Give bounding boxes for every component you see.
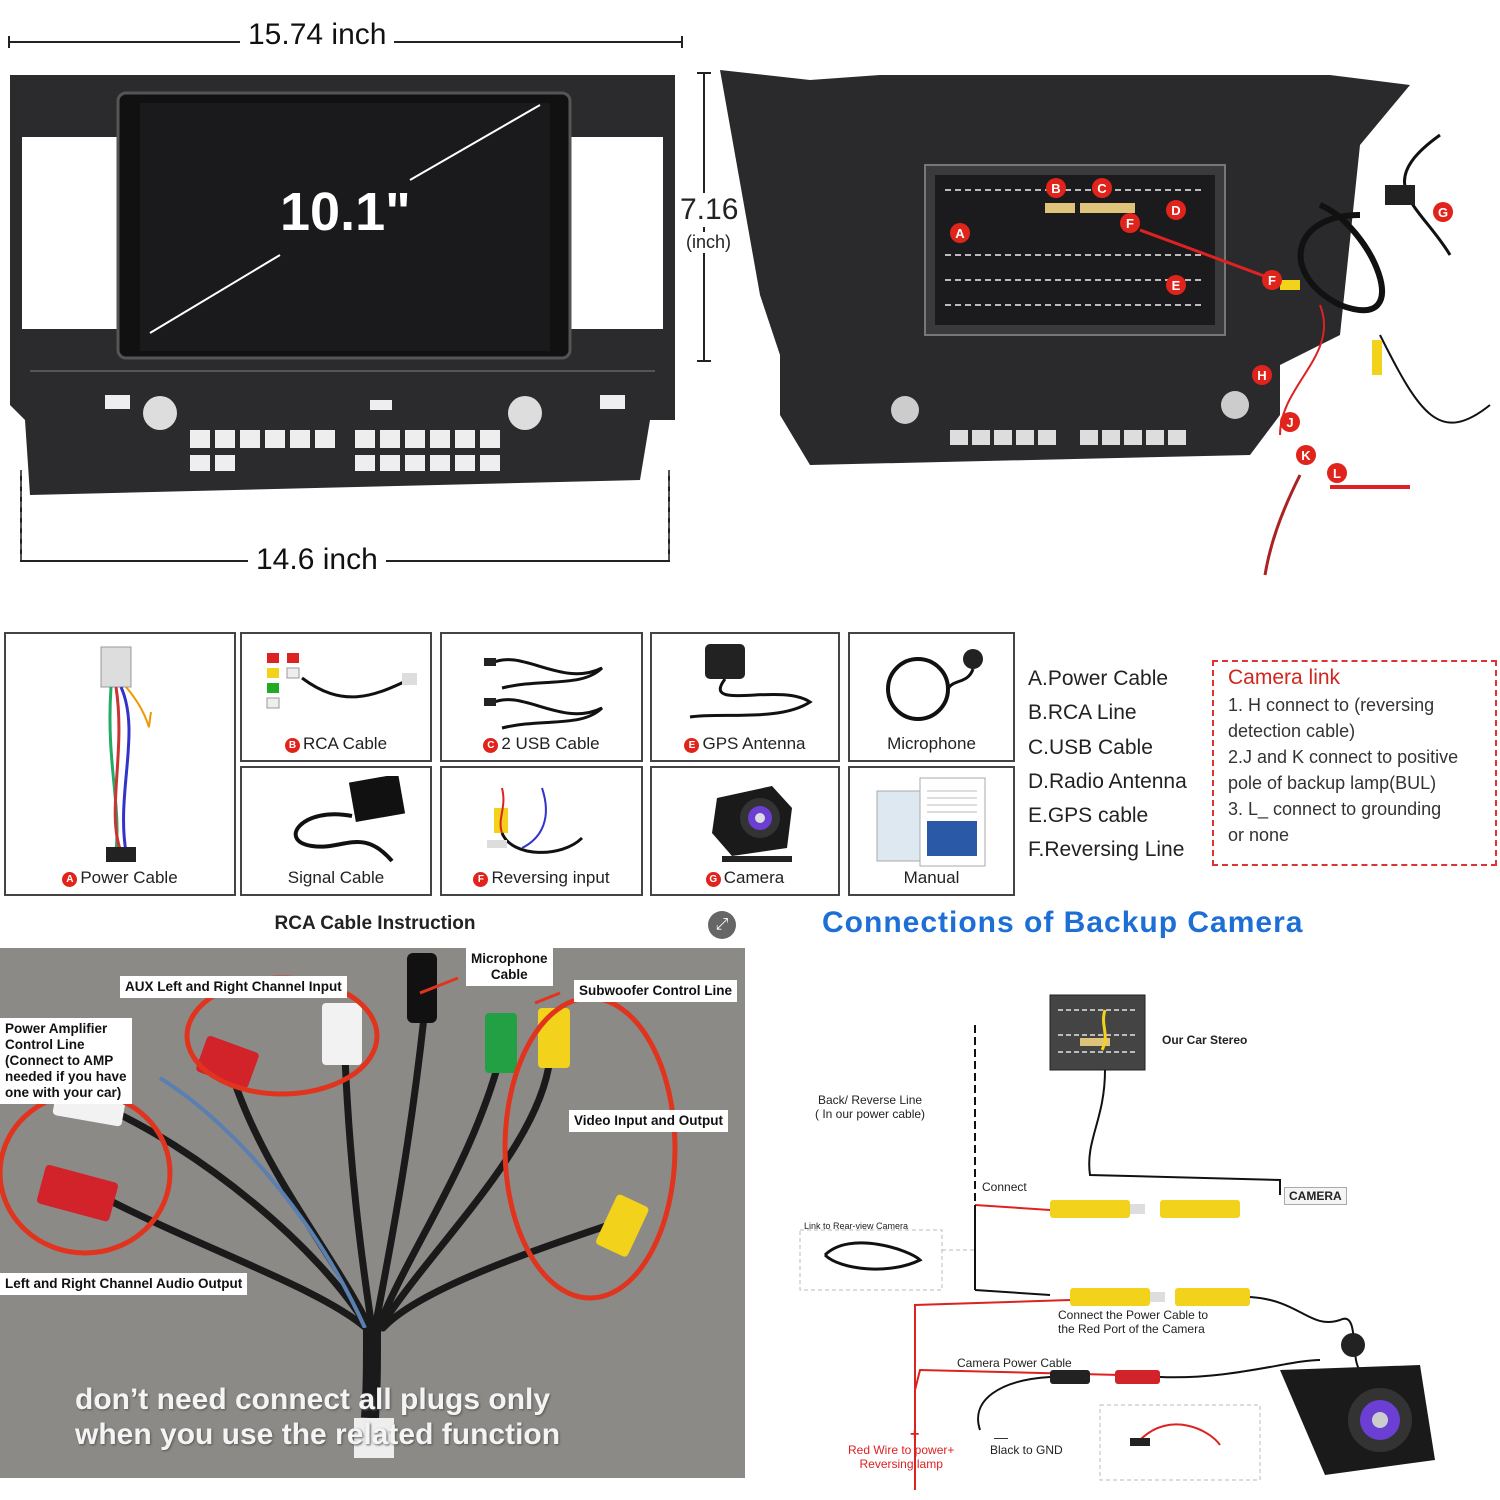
camera-link-line: detection cable) bbox=[1228, 721, 1356, 741]
width-top-tick-left bbox=[8, 36, 10, 48]
power-cable-icon bbox=[100, 646, 152, 862]
manual-icon bbox=[876, 777, 986, 867]
rca-cable-icon bbox=[266, 653, 417, 709]
stereo-label: Our Car Stereo bbox=[1162, 1033, 1248, 1047]
parts-list-item: F.Reversing Line bbox=[1028, 838, 1185, 862]
rear-marker-b: B bbox=[1051, 181, 1060, 196]
rca-label-amp: Power Amplifier Control Line (Connect to… bbox=[0, 1018, 132, 1104]
rca-label-sub: Subwoofer Control Line bbox=[574, 980, 737, 1002]
width-top-tick-right bbox=[681, 36, 683, 48]
parts-list-item: B.RCA Line bbox=[1028, 701, 1137, 725]
height-unit: (inch) bbox=[686, 232, 732, 253]
gps-antenna-label: GPS Antenna bbox=[702, 734, 806, 753]
camera-link-line: pole of backup lamp(BUL) bbox=[1228, 773, 1437, 793]
usb-cable-label: 2 USB Cable bbox=[501, 734, 600, 753]
camera-tag: CAMERA bbox=[1284, 1187, 1347, 1205]
rca-label-audio-out: Left and Right Channel Audio Output bbox=[0, 1273, 248, 1295]
minus-sign: — bbox=[994, 1429, 1008, 1445]
connect-label: Connect bbox=[982, 1180, 1027, 1194]
rear-marker-k: K bbox=[1301, 448, 1311, 463]
connections-title: Connections of Backup Camera bbox=[822, 906, 1304, 939]
rca-label-aux: AUX Left and Right Channel Input bbox=[120, 976, 347, 998]
parts-list: A.Power Cable B.RCA Line C.USB Cable D.R… bbox=[1028, 662, 1187, 868]
height-tick-bottom bbox=[697, 360, 711, 362]
rear-marker-c: C bbox=[1097, 181, 1107, 196]
width-bottom-ext-right bbox=[668, 470, 670, 560]
rca-cable-label: RCA Cable bbox=[302, 734, 388, 753]
reversing-input-icon bbox=[487, 787, 584, 854]
height-value: 7.16 bbox=[680, 193, 739, 227]
black-wire-label: Black to GND bbox=[990, 1443, 1063, 1457]
stereo-front-view: 10.1" bbox=[10, 75, 675, 495]
height-tick-top bbox=[697, 72, 711, 74]
microphone-icon bbox=[886, 649, 983, 721]
expand-icon[interactable]: ⤢ bbox=[708, 911, 736, 939]
usb-cable-badge: C bbox=[483, 738, 499, 753]
rca-photo: AUX Left and Right Channel Input Microph… bbox=[0, 948, 745, 1478]
rear-marker-f2: F bbox=[1268, 273, 1276, 288]
signal-cable-icon bbox=[293, 776, 406, 863]
camera-link-title: Camera link bbox=[1228, 666, 1341, 689]
rear-marker-l: L bbox=[1333, 466, 1341, 481]
width-top-label: 15.74 inch bbox=[240, 18, 395, 52]
rear-marker-a: A bbox=[955, 226, 965, 241]
camera-link-line: 1. H connect to (reversing bbox=[1228, 695, 1435, 715]
rear-marker-d: D bbox=[1171, 203, 1180, 218]
gps-antenna-badge: E bbox=[684, 738, 700, 753]
rca-label-mic: Microphone Cable bbox=[466, 948, 553, 986]
connections-diagram bbox=[799, 994, 1435, 1490]
parts-list-item: D.Radio Antenna bbox=[1028, 769, 1187, 793]
manual-label: Manual bbox=[903, 868, 960, 887]
camera-link-line: 2.J and K connect to positive bbox=[1228, 747, 1459, 767]
power-cable-label: Power Cable bbox=[80, 868, 178, 887]
screen-size-label: 10.1" bbox=[280, 182, 411, 242]
parts-list-item: C.USB Cable bbox=[1028, 735, 1153, 759]
parts-list-item: E.GPS cable bbox=[1028, 804, 1149, 828]
rear-marker-e: E bbox=[1172, 278, 1181, 293]
rca-title: RCA Cable Instruction bbox=[274, 913, 476, 934]
camera-badge: G bbox=[705, 872, 721, 887]
rca-cable-badge: B bbox=[284, 738, 300, 753]
camera-icon bbox=[712, 786, 792, 862]
width-bottom-label: 14.6 inch bbox=[248, 543, 386, 577]
gps-antenna-icon bbox=[689, 644, 813, 719]
signal-cable-label: Signal Cable bbox=[287, 868, 385, 887]
link-label: Link to Rear-view Camera bbox=[804, 1221, 909, 1231]
rear-marker-g: G bbox=[1438, 205, 1448, 220]
camera-link-line: or none bbox=[1228, 825, 1290, 845]
camera-label: Camera bbox=[723, 868, 785, 887]
reversing-input-badge: F bbox=[473, 872, 489, 887]
accessory-microphone: Microphone bbox=[848, 632, 1015, 762]
stereo-rear-view: B C A F D E F G H J K L bbox=[720, 70, 1491, 576]
plus-sign: + bbox=[910, 1426, 920, 1443]
reverse-line-label: Back/ Reverse Line ( In our power cable) bbox=[815, 1093, 926, 1121]
rear-marker-h: H bbox=[1257, 368, 1266, 383]
accessory-signal-cable: Signal Cable bbox=[240, 766, 432, 896]
camera-power-label: Camera Power Cable bbox=[957, 1356, 1072, 1370]
rear-marker-f: F bbox=[1126, 216, 1134, 231]
rca-label-video: Video Input and Output bbox=[569, 1110, 728, 1132]
parts-list-item: A.Power Cable bbox=[1028, 667, 1169, 690]
camera-link-box: Camera link 1. H connect to (reversing d… bbox=[1212, 660, 1497, 866]
rca-note: don’t need connect all plugs only when y… bbox=[75, 1383, 561, 1451]
microphone-label: Microphone bbox=[887, 734, 976, 753]
usb-cable-icon bbox=[484, 658, 604, 730]
accessory-manual: Manual bbox=[848, 766, 1015, 896]
rear-marker-j: J bbox=[1286, 415, 1293, 430]
camera-link-line: 3. L_ connect to grounding bbox=[1228, 799, 1442, 819]
width-bottom-ext-left bbox=[20, 470, 22, 560]
reversing-input-label: Reversing input bbox=[491, 868, 610, 887]
power-to-camera-label: Connect the Power Cable to the Red Port … bbox=[1058, 1308, 1209, 1336]
red-wire-label: Red Wire to power+ Reversing lamp bbox=[848, 1443, 955, 1471]
power-cable-badge: A bbox=[62, 872, 78, 887]
